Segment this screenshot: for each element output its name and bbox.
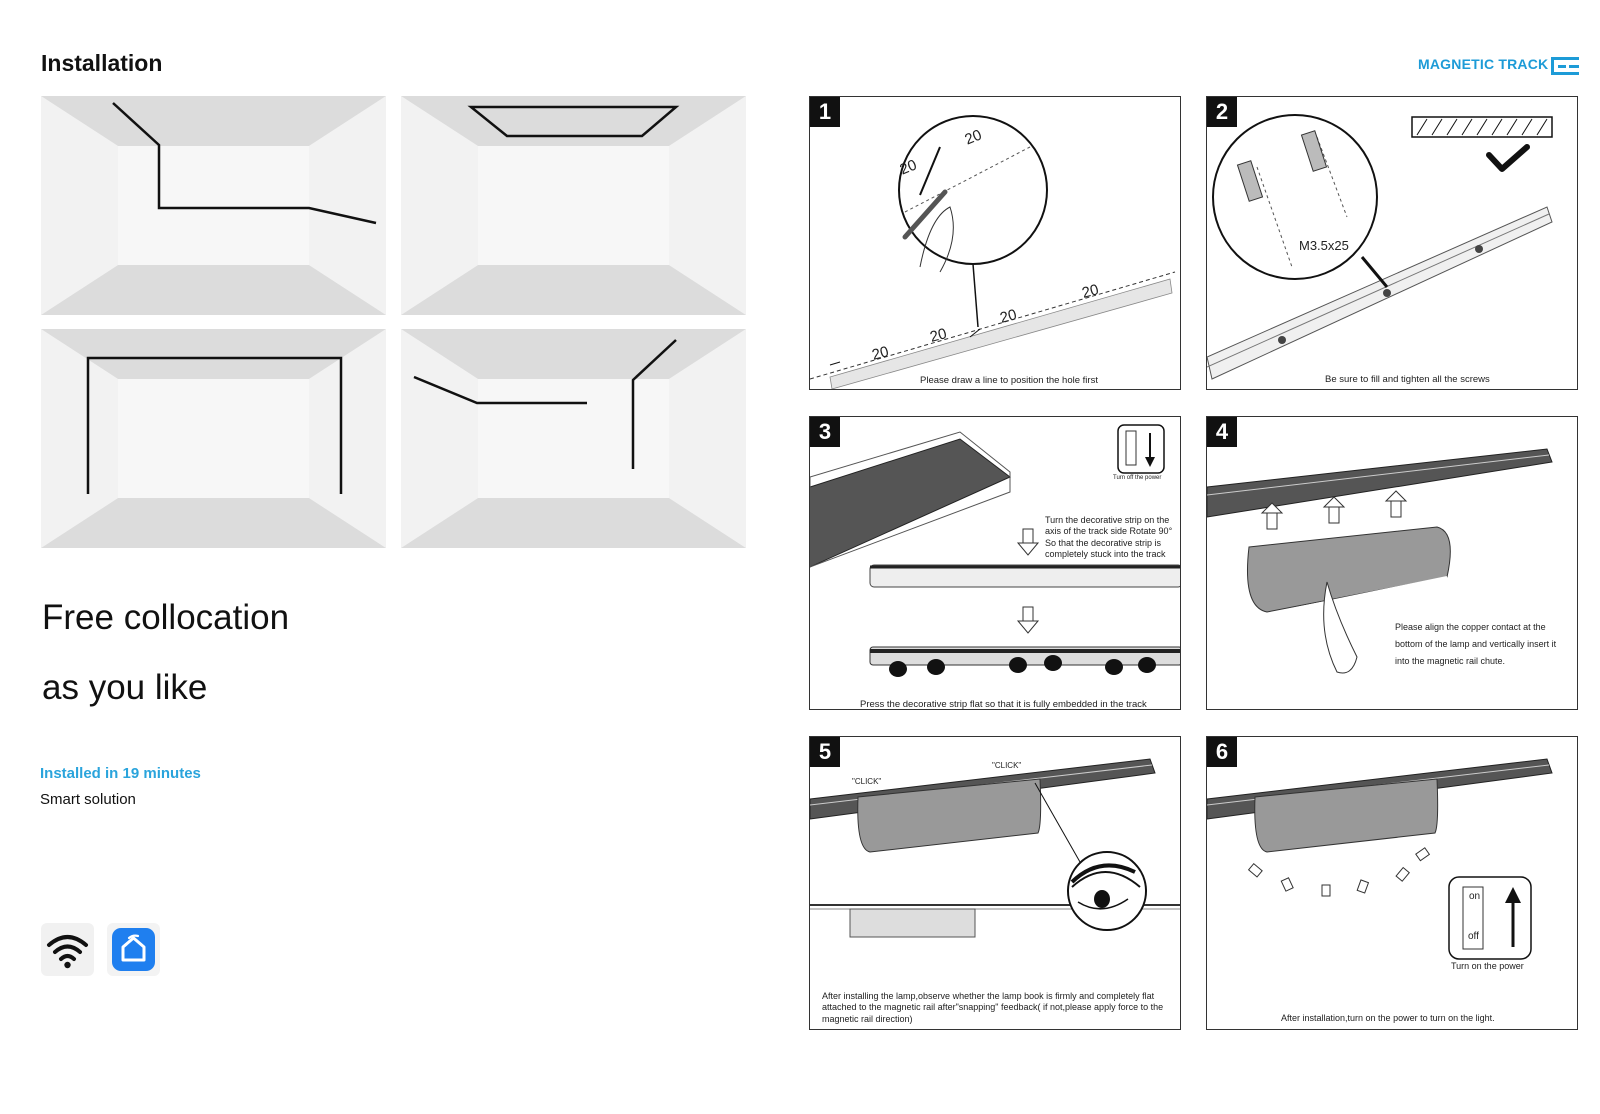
install-time-heading: Installed in 19 minutes (40, 765, 201, 782)
tagline-line-2: as you like (42, 668, 208, 707)
step-5-panel: 5 "CLICK" "CLICK" After installing the l… (809, 736, 1181, 1030)
step-3-note: Turn the decorative strip on the axis of… (1045, 515, 1173, 559)
smart-home-app-icon (107, 923, 160, 976)
step-6-caption: After installation,turn on the power to … (1281, 1013, 1495, 1023)
power-off-label: Turn off the power (1113, 475, 1162, 481)
tagline-line-1: Free collocation (42, 598, 290, 637)
wifi-icon (41, 923, 94, 976)
click-label-right: "CLICK" (992, 761, 1022, 770)
room-diagram-3 (41, 329, 386, 548)
step-4-panel: 4 Please align the copper contact at the… (1206, 416, 1578, 710)
step-6-panel: 6 on off Turn on the power After install… (1206, 736, 1578, 1030)
screw-size-label: M3.5x25 (1299, 238, 1349, 253)
step-1-caption: Please draw a line to position the hole … (920, 375, 1098, 386)
brand-name: MAGNETIC TRACK (1418, 56, 1549, 72)
page-title: Installation (41, 50, 163, 76)
switch-off-label: off (1468, 931, 1479, 942)
switch-on-label: on (1469, 891, 1481, 902)
step-5-caption: After installing the lamp,observe whethe… (822, 991, 1164, 1024)
step-6-number: 6 (1207, 737, 1237, 767)
track-logo-icon (1550, 56, 1580, 76)
step-1-number: 1 (810, 97, 840, 127)
step-3-panel: 3 Turn off the power Turn the decorative… (809, 416, 1181, 710)
room-diagram-4 (401, 329, 746, 548)
step-3-number: 3 (810, 417, 840, 447)
step-2-number: 2 (1207, 97, 1237, 127)
step-1-panel: 1 20 20 20 20 20 20 Please draw a line t… (809, 96, 1181, 390)
step-4-note: Please align the copper contact at the b… (1395, 622, 1557, 667)
power-on-label: Turn on the power (1451, 961, 1524, 971)
step-2-caption: Be sure to fill and tighten all the scre… (1325, 374, 1490, 385)
click-label-left: "CLICK" (852, 777, 882, 786)
smart-solution-text: Smart solution (40, 791, 136, 808)
room-diagram-2 (401, 96, 746, 315)
step-4-number: 4 (1207, 417, 1237, 447)
step-3-caption: Press the decorative strip flat so that … (860, 699, 1147, 710)
step-5-number: 5 (810, 737, 840, 767)
room-diagram-1 (41, 96, 386, 315)
step-2-panel: 2 M3.5x25 Be sure to fill and tighten al… (1206, 96, 1578, 390)
